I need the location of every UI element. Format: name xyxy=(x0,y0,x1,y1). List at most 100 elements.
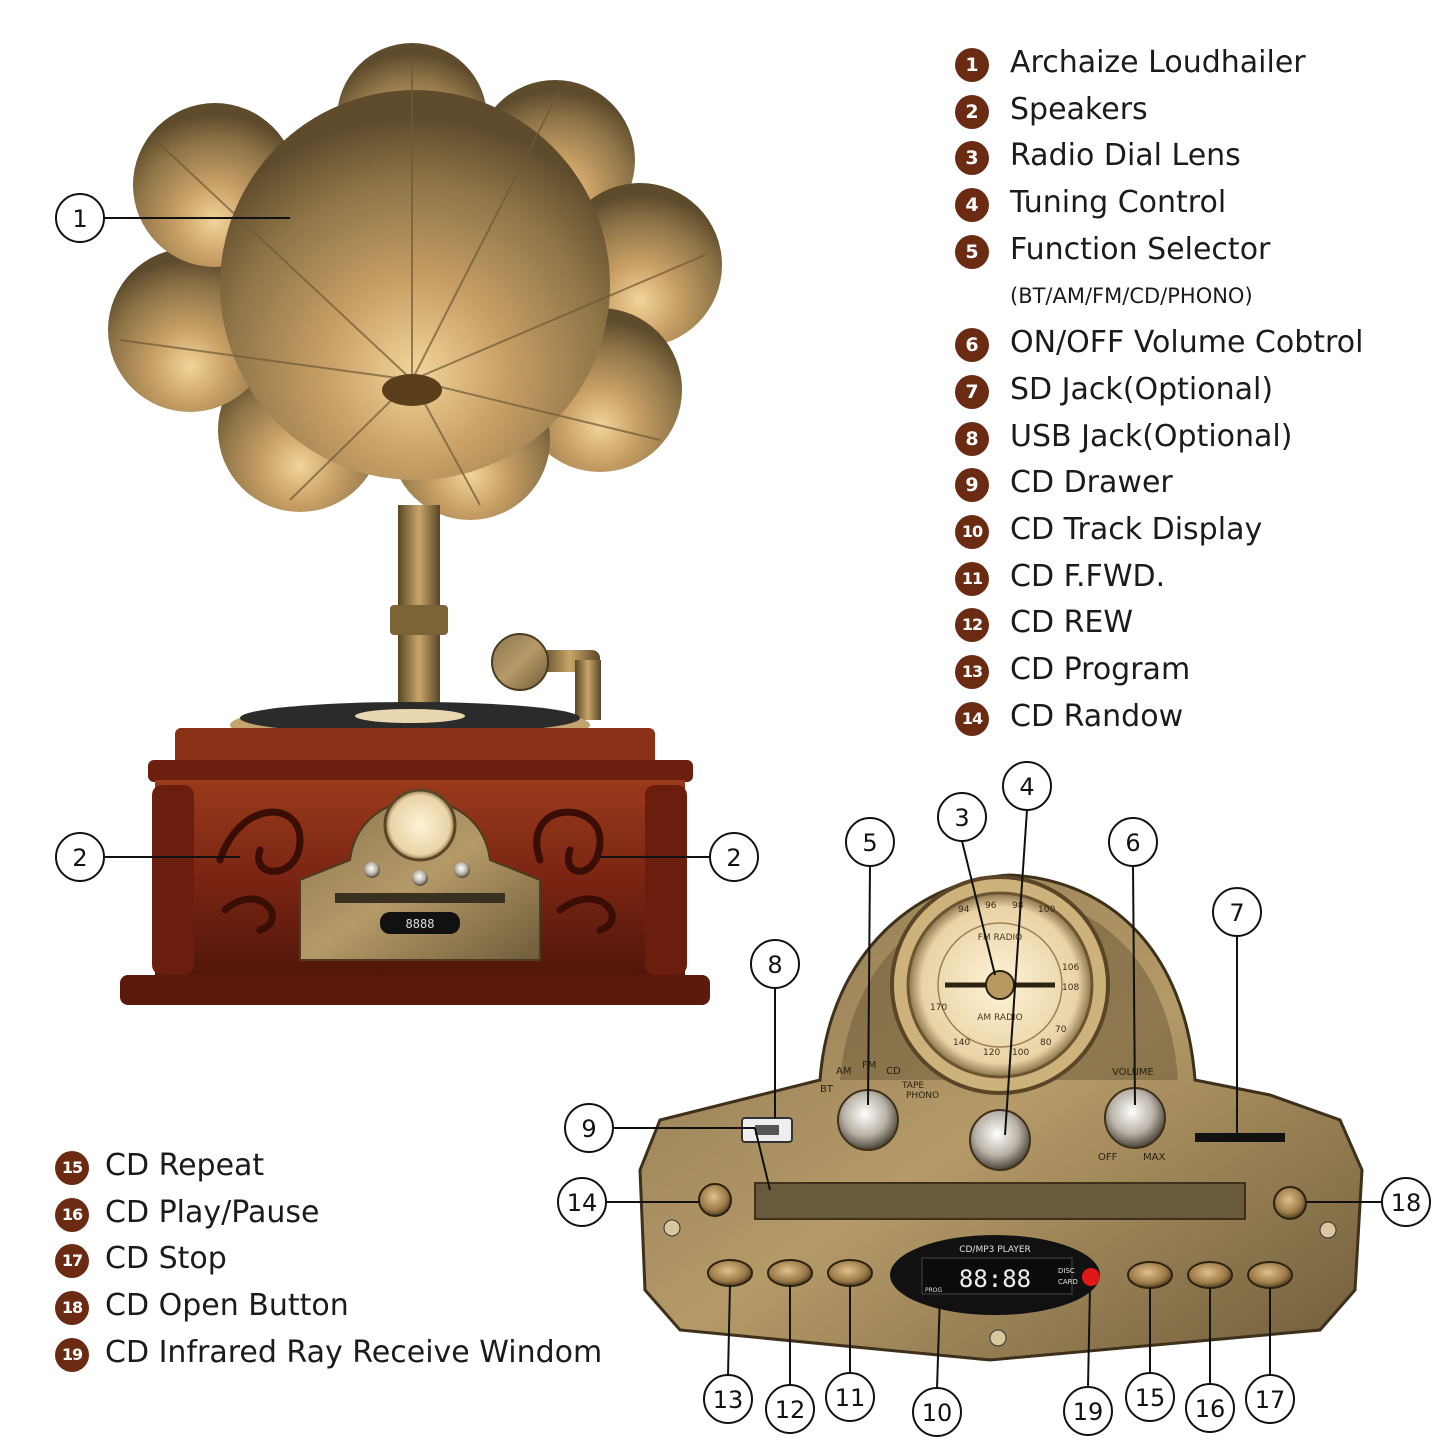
callout-19: 19 xyxy=(1063,1386,1113,1436)
legend-number-badge: 4 xyxy=(955,188,989,223)
svg-text:13: 13 xyxy=(713,1386,744,1414)
cd-repeat-button[interactable] xyxy=(1127,1261,1173,1289)
label-max: MAX xyxy=(1143,1152,1165,1163)
legend-number-badge: 7 xyxy=(955,374,989,409)
svg-text:PROG: PROG xyxy=(925,1287,943,1294)
svg-text:170: 170 xyxy=(930,1003,947,1013)
svg-text:5: 5 xyxy=(862,829,877,857)
legend-label: CD F.FWD. xyxy=(1010,558,1166,594)
legend-number-badge: 12 xyxy=(955,608,989,643)
cd-program-button[interactable] xyxy=(707,1259,753,1287)
svg-text:19: 19 xyxy=(1073,1398,1104,1426)
svg-text:3: 3 xyxy=(954,804,969,832)
callout-14: 14 xyxy=(557,1177,607,1227)
legend-label: CD REW xyxy=(1010,605,1134,641)
cd-drawer[interactable] xyxy=(754,1182,1246,1220)
svg-text:88:88: 88:88 xyxy=(959,1265,1031,1293)
legend-number-badge: 1 xyxy=(955,48,989,82)
legend-item: 12 CD REW xyxy=(955,600,1363,647)
legend-item: 17 CD Stop xyxy=(55,1236,602,1283)
legend-label: CD Drawer xyxy=(1010,465,1173,501)
svg-text:80: 80 xyxy=(1040,1038,1052,1048)
legend-number-badge: 19 xyxy=(55,1337,89,1372)
gramophone-illustration: 8888 xyxy=(108,43,722,1005)
svg-text:9: 9 xyxy=(581,1115,596,1143)
legend-number-badge: 18 xyxy=(55,1291,89,1326)
svg-text:17: 17 xyxy=(1255,1386,1286,1414)
legend-number-badge: 13 xyxy=(955,654,989,689)
legend-label: CD Open Button xyxy=(105,1288,349,1324)
tuning-control-knob[interactable] xyxy=(969,1109,1031,1171)
panel-leader-lines xyxy=(606,809,1382,1389)
callout-7: 7 xyxy=(1212,887,1262,937)
legend-number-badge: 9 xyxy=(955,468,989,503)
svg-text:2: 2 xyxy=(72,844,87,872)
cd-rew-button[interactable] xyxy=(767,1259,813,1287)
callout-6: 6 xyxy=(1108,817,1158,867)
svg-text:8888: 8888 xyxy=(406,917,435,931)
legend-label: SD Jack(Optional) xyxy=(1010,371,1274,407)
label-am: AM xyxy=(836,1066,851,1077)
cd-open-button[interactable] xyxy=(1273,1186,1307,1220)
control-panel-closeup: FM RADIO AM RADIO 94 96 98 100 106 108 1… xyxy=(638,873,1364,1362)
legend-number-badge: 3 xyxy=(955,141,989,176)
legend-number-badge: 6 xyxy=(955,328,989,363)
svg-text:15: 15 xyxy=(1135,1384,1166,1412)
legend-label: CD Program xyxy=(1010,651,1191,687)
legend-number-badge: 11 xyxy=(955,561,989,596)
svg-text:16: 16 xyxy=(1195,1395,1226,1423)
sd-jack[interactable] xyxy=(1195,1133,1285,1142)
label-bt: BT xyxy=(820,1084,834,1095)
legend-label: CD Repeat xyxy=(105,1148,265,1183)
svg-text:98: 98 xyxy=(1012,901,1024,911)
svg-text:10: 10 xyxy=(922,1399,953,1427)
svg-text:100: 100 xyxy=(1038,905,1055,915)
callout-8: 8 xyxy=(750,939,800,989)
svg-text:CARD: CARD xyxy=(1058,1278,1078,1286)
label-tape: TAPE xyxy=(901,1081,924,1091)
legend-label: (BT/AM/FM/CD/PHONO) xyxy=(1010,284,1253,309)
legend-label: CD Infrared Ray Receive Windom xyxy=(105,1334,603,1370)
cd-stop-button[interactable] xyxy=(1247,1261,1293,1289)
legend-label: USB Jack(Optional) xyxy=(1010,418,1293,454)
label-phono: PHONO xyxy=(906,1091,939,1101)
cd-track-display: CD/MP3 PLAYER 88:88 DISC CARD PROG xyxy=(890,1235,1100,1315)
callout-9: 9 xyxy=(564,1103,614,1153)
legend-label: Function Selector xyxy=(1010,231,1271,267)
label-cd: CD xyxy=(886,1066,901,1077)
legend-number-badge: 17 xyxy=(55,1244,89,1279)
callout-13: 13 xyxy=(703,1374,753,1424)
cd-ffwd-button[interactable] xyxy=(827,1259,873,1287)
legend-label: CD Randow xyxy=(1010,698,1184,734)
legend-item-subtext: (BT/AM/FM/CD/PHONO) xyxy=(955,273,1363,320)
svg-text:94: 94 xyxy=(958,905,970,915)
legend-number-badge: 10 xyxy=(955,514,989,549)
legend-label: Speakers xyxy=(1010,91,1148,127)
callout-15: 15 xyxy=(1125,1372,1175,1422)
svg-text:7: 7 xyxy=(1229,899,1244,927)
cd-random-button[interactable] xyxy=(698,1183,732,1217)
svg-text:11: 11 xyxy=(835,1384,866,1412)
svg-text:12: 12 xyxy=(775,1396,806,1424)
callout-17: 17 xyxy=(1245,1374,1295,1424)
cd-play-pause-button[interactable] xyxy=(1187,1261,1233,1289)
screw-icon xyxy=(1319,1221,1337,1239)
legend-item: 13 CD Program xyxy=(955,647,1363,694)
svg-text:96: 96 xyxy=(985,901,997,911)
legend-label: CD Stop xyxy=(105,1241,227,1277)
callout-2-left: 2 xyxy=(55,832,240,882)
legend-item: 7 SD Jack(Optional) xyxy=(955,367,1363,414)
legend-item: 19 CD Infrared Ray Receive Windom xyxy=(55,1330,602,1377)
front-panel-small: 8888 xyxy=(299,788,541,961)
legend-item: 9 CD Drawer xyxy=(955,460,1363,507)
svg-text:FM RADIO: FM RADIO xyxy=(978,933,1023,943)
